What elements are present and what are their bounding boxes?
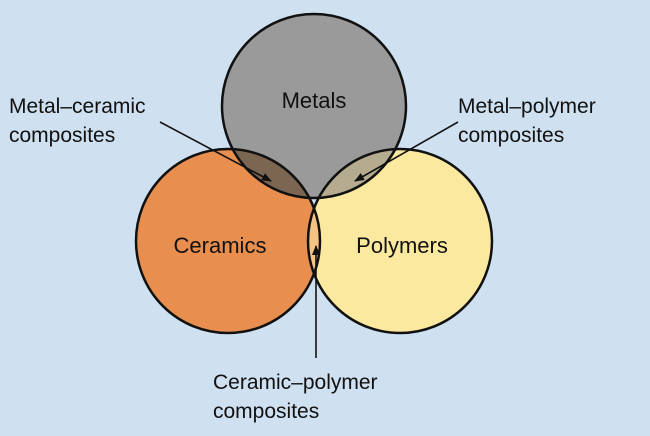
ceramic-polymer-line2: composites bbox=[213, 400, 319, 423]
metal-polymer-annotation: Metal–polymer composites bbox=[458, 95, 602, 147]
metal-ceramic-line2: composites bbox=[9, 124, 115, 147]
polymers-circle bbox=[308, 149, 492, 333]
ceramic-polymer-annotation: Ceramic–polymer composites bbox=[213, 371, 383, 423]
metal-polymer-line1: Metal–polymer bbox=[458, 95, 596, 118]
ceramics-label: Ceramics bbox=[174, 233, 267, 258]
metal-polymer-line2: composites bbox=[458, 124, 564, 147]
metal-polymer-arrow bbox=[354, 121, 459, 182]
circle-outlines bbox=[134, 12, 494, 335]
metals-circle bbox=[222, 14, 406, 198]
metal-ceramic-arrow bbox=[159, 121, 272, 182]
metal-ceramic-annotation: Metal–ceramic composites bbox=[9, 95, 151, 147]
metal-ceramic-line1: Metal–ceramic bbox=[9, 95, 146, 118]
ceramic-polymer-line1: Ceramic–polymer bbox=[213, 371, 378, 394]
ceramics-circle bbox=[136, 149, 320, 333]
metals-label: Metals bbox=[282, 88, 347, 113]
polymers-label: Polymers bbox=[356, 233, 448, 258]
